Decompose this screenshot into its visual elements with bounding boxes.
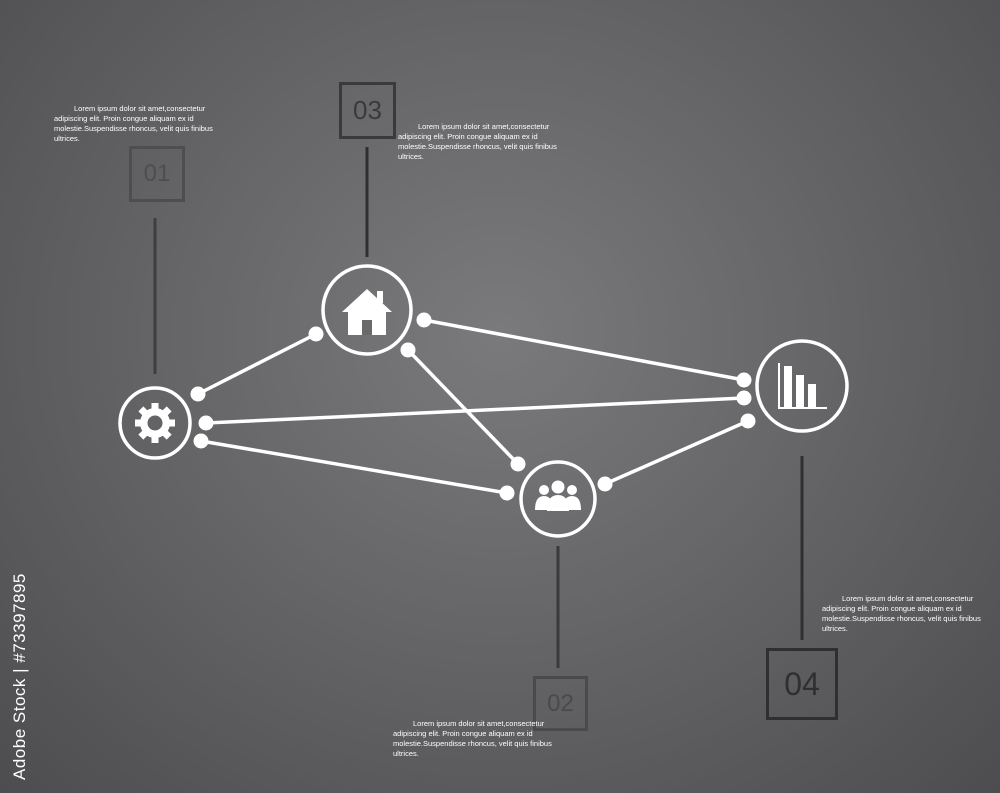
stock-watermark: Adobe Stock | #73397895	[10, 573, 29, 780]
connector-dot	[308, 326, 324, 342]
step-note-02: Lorem ipsum dolor sit amet,consectetur a…	[393, 719, 552, 758]
connector-dot	[198, 415, 214, 431]
link-gear-chart	[204, 396, 746, 425]
bar-chart-icon	[778, 363, 827, 409]
connector-dot	[499, 485, 515, 501]
connector-dots	[190, 312, 756, 501]
connector-dot	[400, 342, 416, 358]
step-note-01: Lorem ipsum dolor sit amet,consectetur a…	[54, 104, 213, 143]
people-icon	[535, 480, 581, 511]
step-number-box-02: 02	[533, 676, 588, 731]
link-house-people	[406, 348, 520, 466]
link-people-chart	[603, 419, 750, 486]
house-icon	[342, 289, 392, 335]
connector-dot	[736, 390, 752, 406]
connection-lines	[196, 318, 750, 495]
step-note-04: Lorem ipsum dolor sit amet,consectetur a…	[822, 594, 981, 633]
connector-dot	[416, 312, 432, 328]
node-house	[321, 264, 413, 356]
link-house-chart	[422, 318, 746, 382]
step-note-03: Lorem ipsum dolor sit amet,consectetur a…	[398, 122, 557, 161]
node-chart	[755, 339, 849, 433]
connector-dot	[190, 386, 206, 402]
link-gear-people	[199, 439, 509, 495]
connector-dot	[740, 413, 756, 429]
connector-dot	[193, 433, 209, 449]
gear-icon	[135, 403, 175, 443]
node-people	[519, 460, 597, 538]
connector-dot	[736, 372, 752, 388]
node-gear	[118, 386, 192, 460]
connector-dot	[510, 456, 526, 472]
link-gear-house	[196, 332, 318, 396]
step-number-box-01: 01	[129, 146, 185, 202]
step-number-box-04: 04	[766, 648, 838, 720]
step-number-box-03: 03	[339, 82, 396, 139]
connector-dot	[597, 476, 613, 492]
